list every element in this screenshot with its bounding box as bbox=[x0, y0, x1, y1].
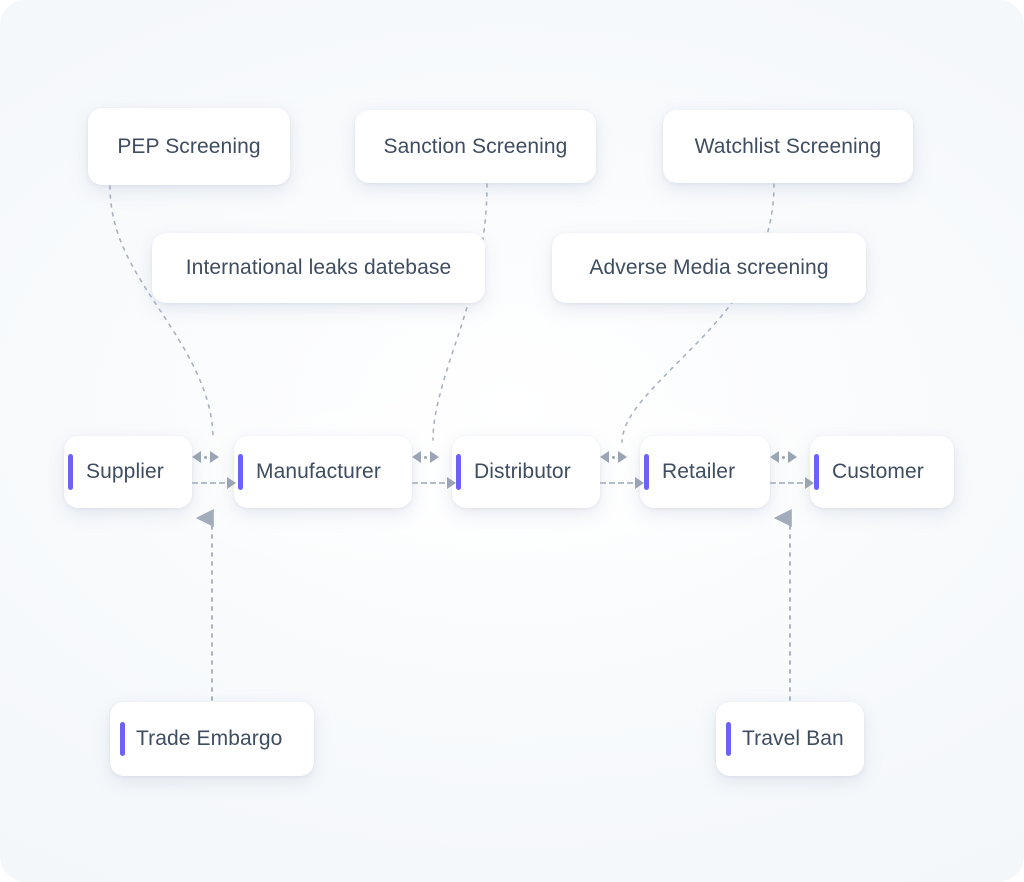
card-watchlist-screening[interactable]: Watchlist Screening bbox=[663, 110, 913, 183]
link-retailer-customer bbox=[770, 444, 814, 500]
arrow-left-icon bbox=[600, 451, 609, 463]
chain-node-label: Retailer bbox=[662, 460, 736, 483]
arrow-left-icon bbox=[770, 451, 779, 463]
arrow-left-icon bbox=[412, 451, 421, 463]
accent-bar-icon bbox=[644, 454, 649, 490]
double-headed-arrow-icon bbox=[770, 450, 814, 464]
dashed-line bbox=[412, 482, 445, 484]
card-label: International leaks datebase bbox=[185, 256, 452, 279]
dashed-right-arrow-icon bbox=[600, 476, 644, 490]
link-distributor-retailer bbox=[600, 444, 644, 500]
chain-node-label: Customer bbox=[832, 460, 924, 483]
arrow-right-icon bbox=[227, 477, 236, 489]
dashed-right-arrow-icon bbox=[412, 476, 456, 490]
arrow-right-icon bbox=[430, 451, 439, 463]
dashed-line bbox=[192, 482, 225, 484]
accent-bar-icon bbox=[238, 454, 243, 490]
chain-node-manufacturer[interactable]: Manufacturer bbox=[234, 436, 412, 508]
double-headed-arrow-icon bbox=[600, 450, 644, 464]
card-pep-screening[interactable]: PEP Screening bbox=[88, 108, 290, 185]
card-adverse-media-screening[interactable]: Adverse Media screening bbox=[552, 233, 866, 303]
bottom-node-travel-ban[interactable]: Travel Ban bbox=[716, 702, 864, 776]
accent-bar-icon bbox=[120, 722, 125, 756]
accent-bar-icon bbox=[814, 454, 819, 490]
curve-pep-to-chain bbox=[109, 185, 214, 441]
bottom-node-label: Travel Ban bbox=[742, 727, 844, 750]
accent-bar-icon bbox=[726, 722, 731, 756]
arrow-right-icon bbox=[210, 451, 219, 463]
card-label: Adverse Media screening bbox=[589, 256, 829, 279]
connector-dot-icon bbox=[424, 455, 427, 459]
arrow-right-icon bbox=[618, 451, 627, 463]
arrow-right-icon bbox=[788, 451, 797, 463]
chain-node-label: Manufacturer bbox=[256, 460, 381, 483]
link-supplier-manufacturer bbox=[192, 444, 236, 500]
arrow-left-icon bbox=[192, 451, 201, 463]
double-headed-arrow-icon bbox=[412, 450, 456, 464]
curve-watchlist-to-chain bbox=[621, 183, 775, 443]
chain-node-distributor[interactable]: Distributor bbox=[452, 436, 600, 508]
arrow-right-icon bbox=[447, 477, 456, 489]
link-manufacturer-distributor bbox=[412, 444, 456, 500]
connector-dot-icon bbox=[204, 455, 207, 459]
card-label: PEP Screening bbox=[117, 134, 261, 158]
dashed-line bbox=[770, 482, 803, 484]
chain-node-customer[interactable]: Customer bbox=[810, 436, 954, 508]
arrow-right-icon bbox=[805, 477, 814, 489]
arrow-right-icon bbox=[635, 477, 644, 489]
connector-dot-icon bbox=[612, 455, 615, 459]
accent-bar-icon bbox=[68, 454, 73, 490]
accent-bar-icon bbox=[456, 454, 461, 490]
double-headed-arrow-icon bbox=[192, 450, 236, 464]
card-label: Sanction Screening bbox=[383, 134, 568, 158]
chain-node-supplier[interactable]: Supplier bbox=[64, 436, 192, 508]
dashed-right-arrow-icon bbox=[770, 476, 814, 490]
card-sanction-screening[interactable]: Sanction Screening bbox=[355, 110, 596, 183]
bottom-node-label: Trade Embargo bbox=[136, 727, 283, 750]
bottom-node-trade-embargo[interactable]: Trade Embargo bbox=[110, 702, 314, 776]
chain-node-label: Distributor bbox=[474, 460, 571, 483]
curve-sanction-to-chain bbox=[432, 183, 488, 441]
dashed-right-arrow-icon bbox=[192, 476, 236, 490]
card-international-leaks-datebase[interactable]: International leaks datebase bbox=[152, 233, 485, 303]
connector-dot-icon bbox=[782, 455, 785, 459]
chain-node-label: Supplier bbox=[86, 460, 164, 483]
card-label: Watchlist Screening bbox=[694, 134, 882, 158]
chain-node-retailer[interactable]: Retailer bbox=[640, 436, 770, 508]
dashed-line bbox=[600, 482, 633, 484]
